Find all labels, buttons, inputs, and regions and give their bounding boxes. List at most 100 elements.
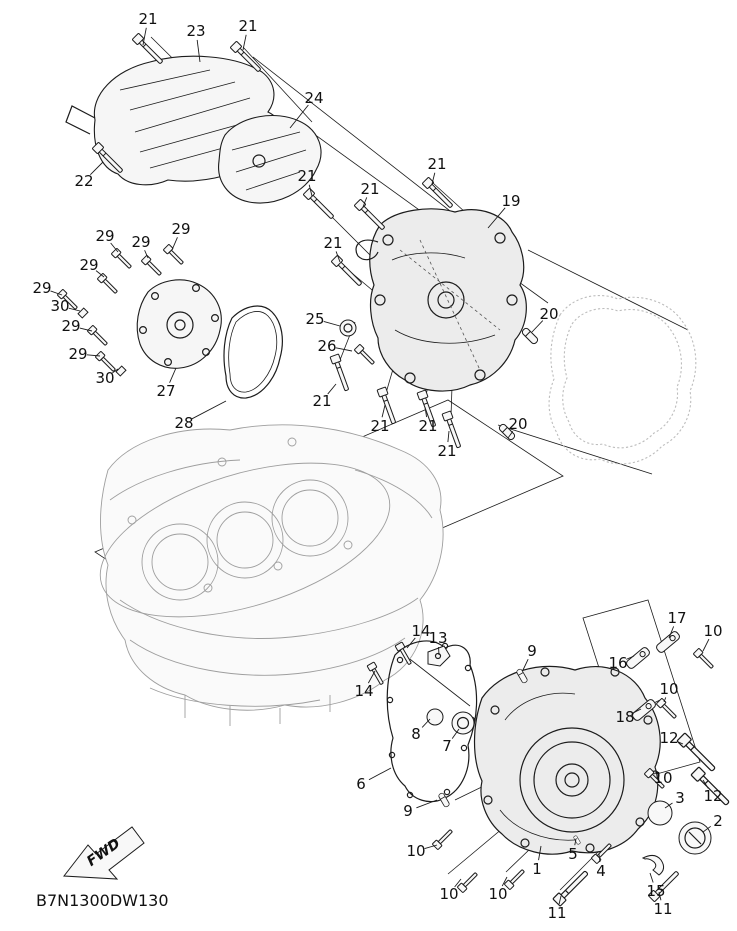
callout-26: 26	[317, 337, 336, 355]
callout-20: 20	[508, 415, 527, 433]
leader-line	[68, 307, 81, 312]
leader-line	[406, 637, 416, 649]
callout-21: 21	[437, 442, 456, 460]
callout-16: 16	[608, 654, 627, 672]
leader-line	[538, 845, 542, 861]
callout-21: 21	[370, 417, 389, 435]
leader-line	[95, 270, 105, 278]
callout-29: 29	[131, 233, 150, 251]
leader-line	[367, 670, 376, 684]
callout-21: 21	[360, 180, 379, 198]
leader-lines	[50, 27, 712, 905]
callout-12: 12	[703, 787, 722, 805]
leader-line	[327, 383, 337, 395]
leader-line	[112, 368, 119, 374]
leader-line	[142, 27, 147, 46]
leader-line	[323, 320, 341, 327]
callout-17: 17	[667, 609, 686, 627]
callout-10: 10	[703, 622, 722, 640]
callout-10: 10	[439, 885, 458, 903]
leader-line	[169, 367, 177, 383]
callout-6: 6	[356, 775, 366, 793]
leader-line	[522, 658, 529, 671]
leader-line	[598, 853, 601, 863]
leader-line	[507, 431, 514, 439]
generator-cover-27	[136, 279, 222, 369]
callout-27: 27	[156, 382, 175, 400]
leader-line	[416, 799, 438, 809]
right-gasket-outline	[548, 295, 697, 465]
leader-line	[144, 250, 149, 259]
callout-30: 30	[95, 369, 114, 387]
callout-1: 1	[532, 860, 542, 878]
leader-line	[50, 290, 63, 296]
oring-3	[647, 800, 673, 826]
leader-line	[677, 741, 684, 745]
leader-line	[531, 320, 544, 333]
callout-23: 23	[186, 22, 205, 40]
callout-29: 29	[79, 256, 98, 274]
leader-line	[421, 718, 431, 728]
callout-10: 10	[659, 680, 678, 698]
callout-2: 2	[713, 812, 723, 830]
part-code: B7N1300DW130	[36, 891, 169, 910]
callout-21: 21	[238, 17, 257, 35]
leader-line	[424, 844, 438, 849]
cap-2	[678, 821, 712, 855]
callout-21: 21	[323, 234, 342, 252]
leader-line	[242, 34, 247, 51]
callout-29: 29	[68, 345, 87, 363]
leader-line	[196, 39, 201, 63]
callout-19: 19	[501, 192, 520, 210]
gasket-28	[223, 305, 283, 399]
callout-10: 10	[488, 885, 507, 903]
clutch-cover-1	[473, 665, 661, 855]
leader-line	[86, 354, 101, 357]
leader-line	[702, 638, 710, 652]
callout-4: 4	[596, 862, 606, 880]
leader-line	[335, 347, 353, 352]
callout-9: 9	[403, 802, 413, 820]
leader-line	[652, 772, 656, 775]
callout-14: 14	[411, 622, 430, 640]
gasket-6	[386, 640, 478, 803]
leader-line	[487, 207, 506, 229]
leader-line	[664, 802, 673, 809]
callout-29: 29	[95, 227, 114, 245]
callout-21: 21	[312, 392, 331, 410]
callout-22: 22	[74, 172, 93, 190]
cap-7	[451, 711, 475, 735]
callout-9: 9	[527, 642, 537, 660]
callout-5: 5	[568, 845, 578, 863]
callout-21: 21	[427, 155, 446, 173]
callout-20: 20	[539, 305, 558, 323]
callout-3: 3	[675, 789, 685, 807]
leader-line	[658, 891, 662, 901]
callout-15: 15	[646, 882, 665, 900]
callout-13: 13	[428, 629, 447, 647]
callout-10: 10	[406, 842, 425, 860]
leader-line	[501, 876, 508, 887]
leader-line	[362, 197, 368, 208]
leader-line	[335, 251, 341, 263]
leader-line	[431, 172, 436, 185]
fasteners	[56, 32, 733, 907]
leader-line	[702, 779, 709, 789]
callout-7: 7	[442, 737, 452, 755]
callout-29: 29	[32, 279, 51, 297]
callout-18: 18	[615, 708, 634, 726]
leader-line	[702, 825, 712, 833]
callout-21: 21	[297, 167, 316, 185]
callout-30: 30	[50, 297, 69, 315]
callout-21: 21	[418, 417, 437, 435]
leader-line	[632, 708, 642, 714]
leader-line	[110, 242, 119, 253]
leader-line	[626, 655, 635, 660]
callout-29: 29	[171, 220, 190, 238]
leader-line	[574, 838, 577, 846]
leader-line	[663, 697, 667, 703]
callout-11: 11	[653, 900, 672, 918]
crankcase-cover-19	[355, 208, 527, 392]
leader-line	[308, 184, 313, 197]
